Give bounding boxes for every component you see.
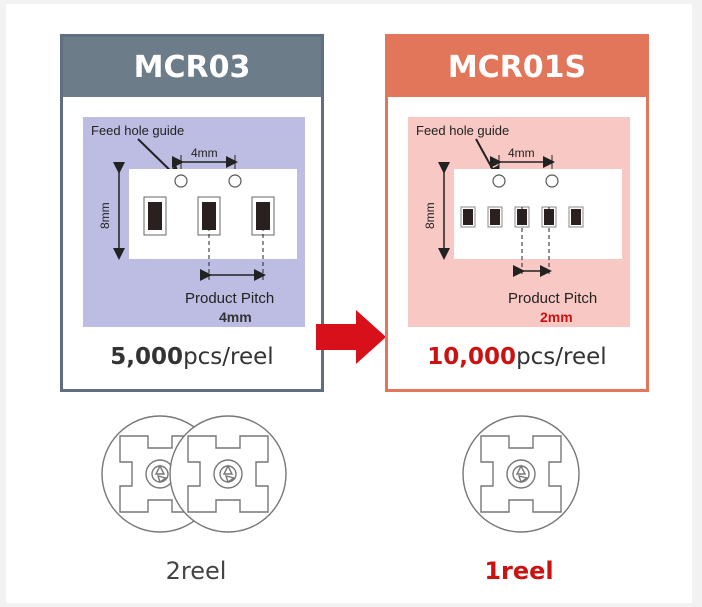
qty-number: 10,000 xyxy=(427,344,517,370)
product-pitch-label: Product Pitch xyxy=(508,290,597,307)
mcr03-tape-panel: Feed hole guide 4mm xyxy=(83,117,305,327)
right-arrow-icon xyxy=(316,310,386,364)
feed-hole xyxy=(174,174,188,188)
qty-number: 5,000 xyxy=(110,344,184,370)
tape-width-label: 8mm xyxy=(423,202,437,229)
feed-hole-label: Feed hole guide xyxy=(91,123,184,138)
right-reel-count: 1reel xyxy=(484,557,554,585)
mcr01s-tape-diagram: Feed hole guide 4mm 8mm Product Pitch 2m… xyxy=(416,123,622,325)
feed-hole xyxy=(492,174,506,188)
mcr03-tape-diagram: Feed hole guide 4mm xyxy=(91,123,297,325)
product-pitch-label: Product Pitch xyxy=(185,290,274,307)
resistor-chip xyxy=(568,206,584,228)
product-pitch-value: 2mm xyxy=(540,309,573,325)
resistor-chip xyxy=(460,206,476,228)
hole-pitch-label: 4mm xyxy=(191,146,218,160)
mcr03-quantity: 5,000pcs/reel xyxy=(63,344,321,370)
resistor-chip xyxy=(143,196,167,236)
mcr03-title: MCR03 xyxy=(63,37,321,97)
qty-unit: pcs/reel xyxy=(516,344,607,370)
left-reel-count: 2reel xyxy=(165,557,227,585)
feed-hole xyxy=(545,174,559,188)
mcr03-card: MCR03 Feed hole guide 4mm xyxy=(60,34,324,392)
hole-pitch-label: 4mm xyxy=(508,146,535,160)
two-reels-icon xyxy=(101,415,287,533)
feed-hole xyxy=(228,174,242,188)
reel-icon xyxy=(462,415,580,533)
mcr01s-card: MCR01S Feed hole guide 4mm 8mm xyxy=(385,34,649,392)
tape-width-label: 8mm xyxy=(98,202,112,229)
carrier-tape xyxy=(454,169,622,259)
feed-hole-label: Feed hole guide xyxy=(416,123,509,138)
qty-unit: pcs/reel xyxy=(183,344,274,370)
mcr01s-quantity: 10,000pcs/reel xyxy=(388,344,646,370)
mcr01s-title: MCR01S xyxy=(388,37,646,97)
mcr01s-tape-panel: Feed hole guide 4mm 8mm Product Pitch 2m… xyxy=(408,117,630,327)
resistor-chip xyxy=(487,206,503,228)
one-reel-icon xyxy=(462,415,580,533)
reel-icon xyxy=(169,415,287,533)
product-pitch-value: 4mm xyxy=(219,309,252,325)
